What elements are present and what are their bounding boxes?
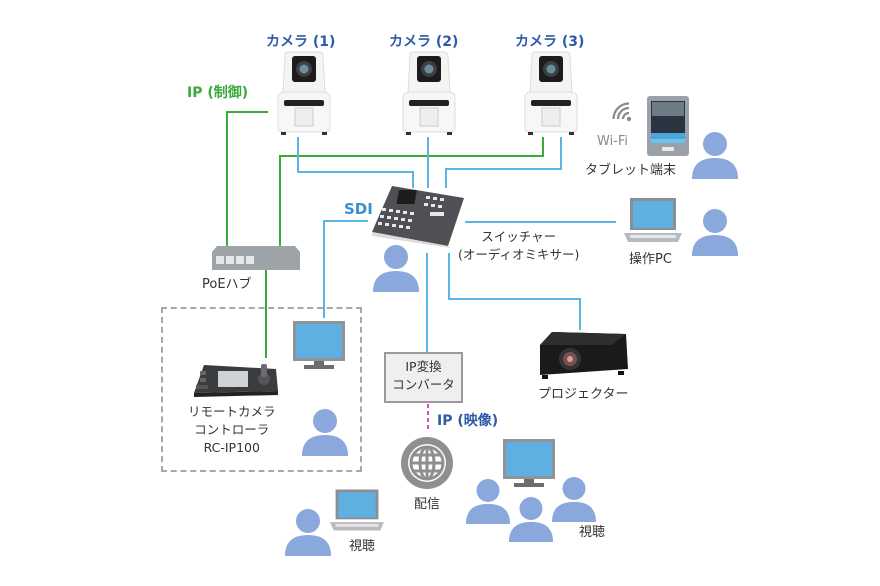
wifi-icon: [612, 102, 632, 122]
tablet-label: タブレット端末: [585, 163, 677, 178]
remote-controller-label: リモートカメラ コントローラ RC-IP100: [188, 403, 276, 457]
projector-icon: [540, 332, 628, 379]
poe-hub-icon: [212, 246, 300, 270]
remote-camera-controller-icon: [194, 364, 278, 397]
streaming-label: 配信: [414, 497, 441, 512]
ptz-camera-1-icon: [277, 51, 331, 135]
person-controller-operator-icon: [302, 409, 348, 456]
ip-converter-label-line2: コンバータ: [392, 376, 455, 392]
person-viewer-right-3-icon: [551, 476, 597, 522]
sdi-label: SDI: [344, 200, 373, 218]
ip-converter-box: IP変換 コンバータ: [384, 352, 463, 403]
ip-converter-label-line1: IP変換: [405, 359, 442, 374]
person-viewer-right-1-icon: [465, 478, 511, 524]
camera-3-label: カメラ (3): [515, 34, 585, 50]
globe-streaming-icon: [401, 437, 453, 489]
switcher-label: スイッチャー (オーディオミキサー): [458, 228, 579, 264]
switcher-label-line2: (オーディオミキサー): [458, 247, 580, 263]
tablet-icon: [647, 96, 689, 156]
person-viewer-right-2-icon: [508, 496, 554, 542]
sdi-line-projector: [448, 253, 581, 330]
wifi-label: Wi-Fi: [597, 134, 629, 149]
ptz-camera-3-icon: [524, 51, 578, 135]
person-pc-operator-icon: [692, 209, 738, 256]
switcher-label-line1: スイッチャー: [481, 229, 557, 244]
viewing-label-right: 視聴: [579, 525, 606, 540]
remote-controller-label-line1: リモートカメラ: [188, 404, 276, 419]
projector-label: プロジェクター: [538, 387, 629, 402]
viewing-label-left: 視聴: [349, 539, 376, 554]
ip-control-line-camera3: [279, 137, 544, 250]
person-tablet-user-icon: [692, 132, 738, 179]
ip-video-label: IP (映像): [437, 413, 499, 429]
camera-1-label: カメラ (1): [266, 34, 336, 50]
ip-control-label: IP (制御): [187, 85, 249, 101]
remote-controller-label-line3: RC-IP100: [203, 440, 260, 456]
sdi-line-camera1: [297, 137, 414, 188]
ptz-camera-2-icon: [402, 51, 456, 135]
operation-pc-label: 操作PC: [629, 252, 672, 267]
person-viewer-left-icon: [285, 509, 331, 556]
operation-pc-laptop-icon: [624, 198, 682, 242]
poe-hub-label: PoEハブ: [202, 277, 252, 292]
camera-2-label: カメラ (2): [389, 34, 459, 50]
monitor-icon: [293, 321, 345, 369]
sdi-line-camera3: [445, 137, 562, 188]
viewer-monitor-icon: [503, 439, 555, 487]
switcher-icon: [372, 186, 464, 248]
controller-area-box: [161, 307, 362, 472]
sdi-line-monitor: [323, 220, 368, 318]
remote-controller-label-line2: コントローラ: [194, 422, 270, 438]
viewer-laptop-icon: [330, 489, 384, 531]
ip-control-line-camera1: [226, 111, 268, 250]
person-switcher-operator-icon: [373, 245, 419, 292]
